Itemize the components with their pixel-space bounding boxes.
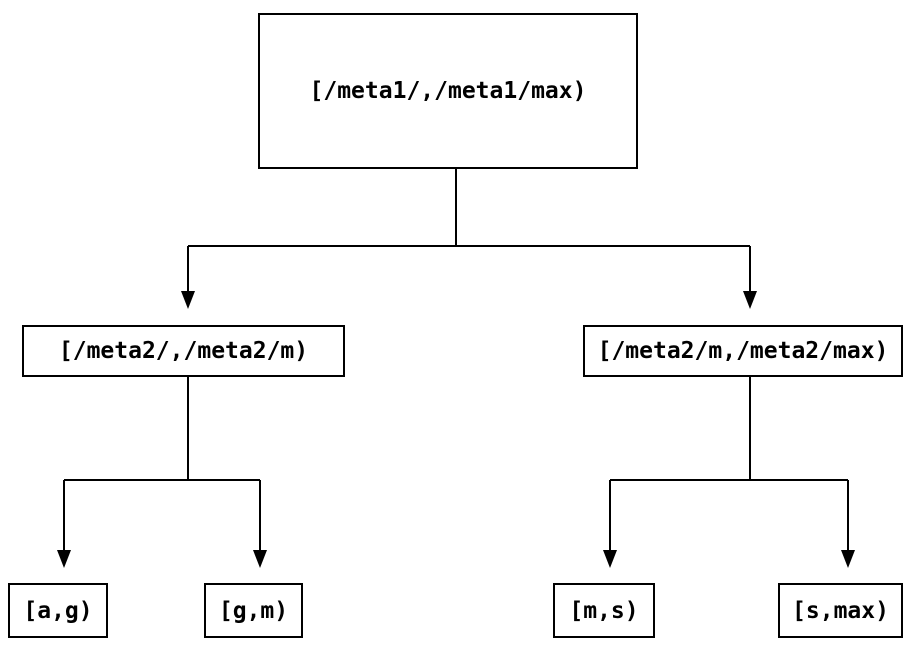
node-leaf-gm-label: [g,m) — [218, 597, 289, 624]
arrowhead-icon — [253, 550, 267, 568]
node-root: [/meta1/,/meta1/max) — [258, 13, 638, 169]
arrowhead-icon — [57, 550, 71, 568]
arrowhead-icon — [181, 291, 195, 309]
node-leaf-smax-label: [s,max) — [792, 597, 889, 624]
node-leaf-gm: [g,m) — [204, 583, 303, 638]
arrowhead-icon — [743, 291, 757, 309]
node-leaf-ag: [a,g) — [8, 583, 108, 638]
arrowhead-icon — [603, 550, 617, 568]
arrowhead-icon — [841, 550, 855, 568]
node-leaf-ms-label: [m,s) — [569, 597, 639, 624]
node-meta2-right: [/meta2/m,/meta2/max) — [583, 325, 903, 377]
node-leaf-ag-label: [a,g) — [23, 597, 93, 624]
node-meta2-right-label: [/meta2/m,/meta2/max) — [597, 338, 889, 364]
node-leaf-ms: [m,s) — [553, 583, 655, 638]
node-root-label: [/meta1/,/meta1/max) — [309, 78, 587, 104]
node-meta2-left: [/meta2/,/meta2/m) — [22, 325, 345, 377]
node-meta2-left-label: [/meta2/,/meta2/m) — [58, 338, 309, 364]
node-leaf-smax: [s,max) — [778, 583, 903, 638]
